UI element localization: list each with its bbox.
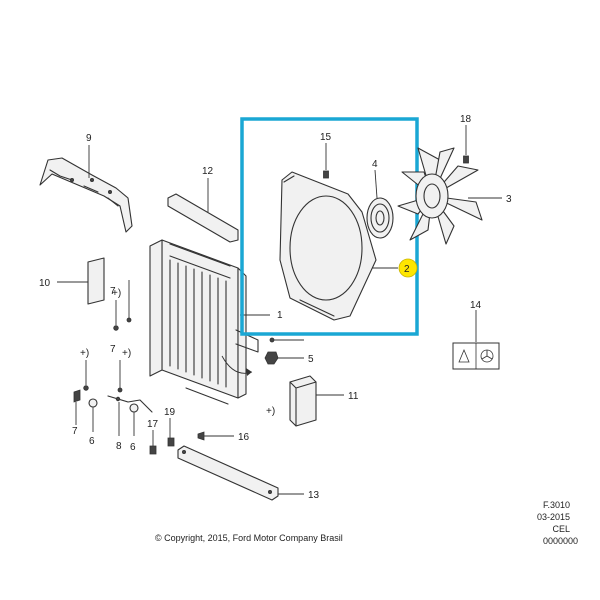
upper-support-bracket	[39, 145, 133, 233]
callout-plus-2: +)	[80, 348, 89, 359]
callout-plus-3: +)	[122, 348, 131, 359]
clip-fastener	[269, 337, 304, 343]
callout-2: 2	[404, 264, 410, 275]
fan-bolt	[463, 125, 469, 164]
bolt-16	[197, 431, 234, 441]
callout-6a: 6	[89, 436, 95, 447]
callout-14: 14	[470, 300, 482, 311]
callout-5: 5	[308, 354, 314, 365]
copyright-notice: © Copyright, 2015, Ford Motor Company Br…	[155, 533, 343, 543]
air-duct	[289, 375, 344, 427]
callout-3: 3	[506, 194, 512, 205]
callout-plus-1: +)	[112, 288, 121, 299]
side-deflector	[57, 257, 105, 305]
figure-number: F.3010	[543, 500, 570, 510]
left-fasteners	[73, 280, 175, 455]
callout-17: 17	[147, 419, 159, 430]
shroud-screw	[323, 143, 329, 179]
callout-8: 8	[116, 441, 122, 452]
callout-7b: 7	[110, 344, 116, 355]
callout-1: 1	[277, 310, 283, 321]
figure-region: CEL	[552, 524, 570, 534]
callout-7c: 7	[110, 286, 116, 297]
screw-5	[264, 351, 304, 365]
reference-block: F.3010 03-2015 CEL 0000000	[537, 500, 578, 546]
callout-13: 13	[308, 490, 320, 501]
callout-12: 12	[202, 166, 214, 177]
highlight-badge	[398, 258, 418, 278]
callout-7a: 7	[72, 426, 78, 437]
callout-15: 15	[320, 132, 332, 143]
radiator	[149, 239, 270, 405]
warning-label	[452, 310, 500, 370]
figure-code: 0000000	[543, 536, 578, 546]
fan-clutch	[366, 169, 394, 239]
callout-4: 4	[372, 159, 378, 170]
warning-triangle-icon	[458, 348, 470, 363]
callout-16: 16	[238, 432, 250, 443]
callout-19: 19	[164, 407, 176, 418]
callout-plus-4: +)	[266, 406, 275, 417]
top-seal-strip	[167, 178, 239, 243]
fan-shroud	[279, 171, 398, 321]
callout-11: 11	[348, 391, 359, 402]
callout-18: 18	[460, 114, 472, 125]
figure-date: 03-2015	[537, 512, 570, 522]
callout-9: 9	[86, 133, 92, 144]
lower-support-bar	[177, 445, 304, 501]
callout-6b: 6	[130, 442, 136, 453]
callout-10: 10	[39, 278, 51, 289]
fan-blade	[397, 147, 502, 245]
